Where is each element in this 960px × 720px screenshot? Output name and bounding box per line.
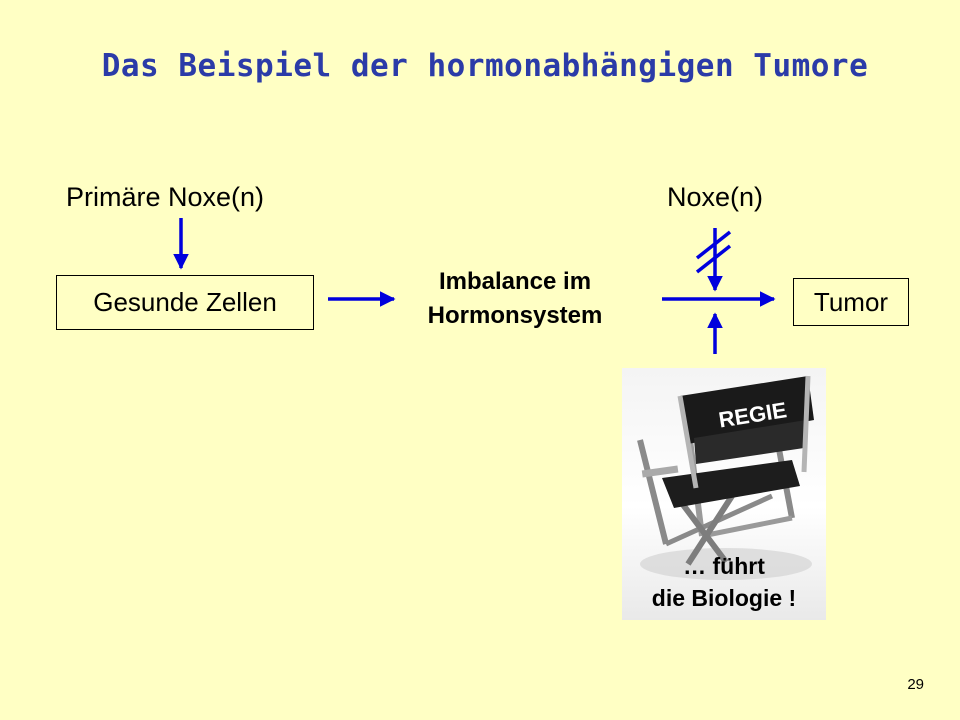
page-number: 29 bbox=[907, 676, 924, 693]
healthy-cells-box: Gesunde Zellen bbox=[56, 275, 314, 330]
tumor-box: Tumor bbox=[793, 278, 909, 326]
imbalance-text: Imbalance im Hormonsystem bbox=[390, 265, 640, 333]
tumor-label: Tumor bbox=[813, 286, 889, 317]
imbalance-line-2: Hormonsystem bbox=[427, 302, 603, 329]
caption-line-2: die Biologie ! bbox=[651, 585, 797, 611]
slide-title: Das Beispiel der hormonabhängigen Tumore bbox=[101, 48, 869, 84]
primary-noxe-label: Primäre Noxe(n) bbox=[66, 182, 265, 212]
block-slash-1 bbox=[695, 230, 732, 260]
noxe-label: Noxe(n) bbox=[667, 182, 764, 212]
healthy-cells-label: Gesunde Zellen bbox=[93, 287, 277, 317]
image-caption: … führt die Biologie ! bbox=[622, 550, 826, 614]
imbalance-line-1: Imbalance im bbox=[438, 268, 592, 295]
block-slash-2 bbox=[695, 244, 732, 274]
caption-line-1: … führt bbox=[683, 553, 765, 579]
director-chair-icon: REGIE bbox=[637, 375, 814, 580]
director-chair-image: REGIE … führt die Biologie ! bbox=[622, 368, 826, 620]
